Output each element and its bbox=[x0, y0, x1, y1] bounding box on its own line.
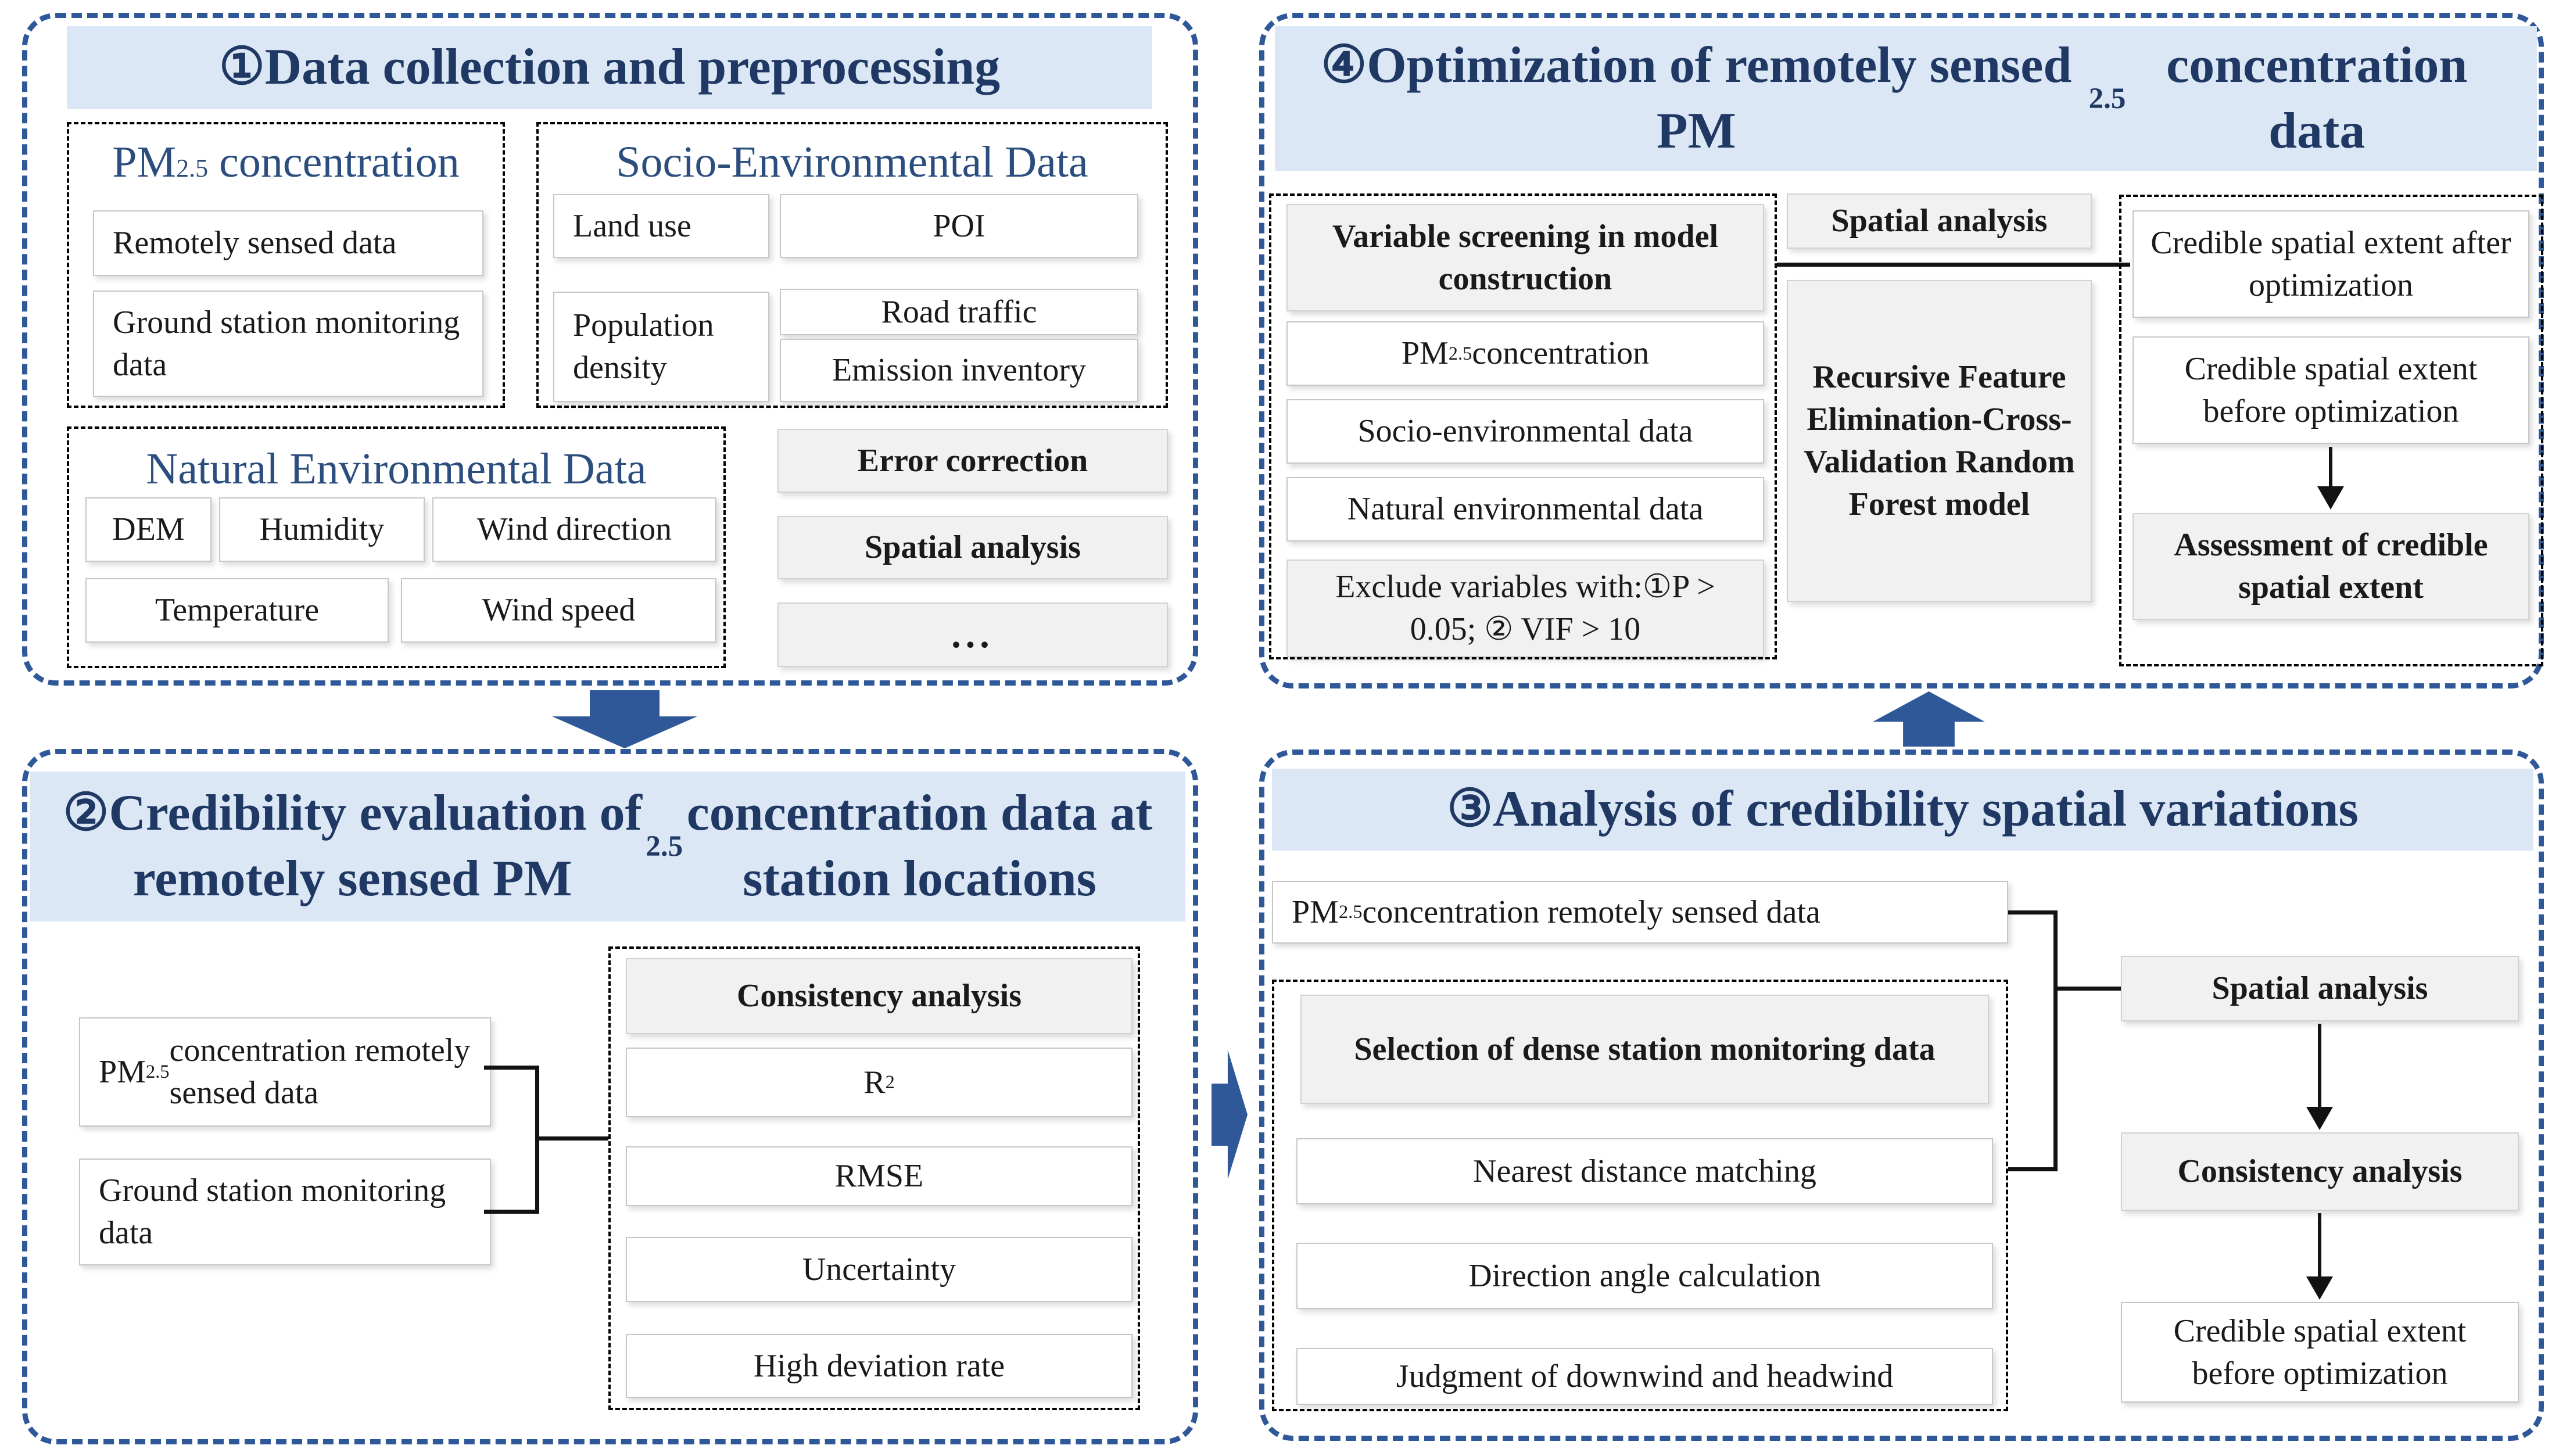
q2-consistency-header: Consistency analysis bbox=[626, 958, 1132, 1034]
q2-connector-vertical bbox=[535, 1066, 539, 1214]
q4-spatial-analysis: Spatial analysis bbox=[1787, 193, 2092, 249]
q3-flow-credible-extent-before: Credible spatial extent before optimizat… bbox=[2121, 1302, 2519, 1403]
q1-pm-group-title: PM2.5 concentration bbox=[112, 138, 460, 187]
arrow-q2-to-q3-right bbox=[1212, 1050, 1248, 1179]
q1-item-remotely-sensed-data: Remotely sensed data bbox=[93, 210, 483, 276]
q1-item-poi: POI bbox=[780, 194, 1138, 258]
arrow-q1-to-q2-down bbox=[552, 690, 697, 748]
q1-process-error-correction: Error correction bbox=[777, 429, 1168, 493]
q4-screening-socio-data: Socio-environmental data bbox=[1286, 399, 1764, 464]
q2-metric-rmse: RMSE bbox=[626, 1146, 1132, 1206]
q3-step-downwind-headwind: Judgment of downwind and headwind bbox=[1296, 1348, 1993, 1405]
q1-frame bbox=[22, 13, 1198, 686]
q4-extent-group: Credible spatial extent after optimizati… bbox=[2119, 195, 2543, 666]
q3-arrow-spatial-to-consistency bbox=[2299, 1024, 2340, 1130]
q1-item-emission-inventory: Emission inventory bbox=[780, 339, 1138, 402]
q3-flow-consistency-analysis: Consistency analysis bbox=[2121, 1132, 2519, 1211]
q1-item-wind-speed: Wind speed bbox=[401, 578, 716, 643]
q4-screening-exclude-rule: Exclude variables with:①P > 0.05; ② VIF … bbox=[1286, 560, 1764, 657]
q1-item-ground-station-data: Ground station monitoring data bbox=[93, 291, 483, 397]
q2-connector-out bbox=[537, 1136, 608, 1141]
q1-item-temperature: Temperature bbox=[85, 578, 389, 643]
q4-rfecv-model: Recursive Feature Elimination-Cross-Vali… bbox=[1787, 280, 2092, 602]
q4-extent-after-optimization: Credible spatial extent after optimizati… bbox=[2132, 210, 2529, 318]
q3-connector-bottom bbox=[2008, 1167, 2058, 1171]
q1-pm-group: PM2.5 concentration Remotely sensed data… bbox=[67, 122, 505, 408]
q3-connector-out bbox=[2058, 987, 2121, 991]
q3-step-direction-angle: Direction angle calculation bbox=[1296, 1243, 1993, 1309]
q1-natural-group-title: Natural Environmental Data bbox=[146, 444, 647, 493]
q1-process-spatial-analysis: Spatial analysis bbox=[777, 516, 1168, 579]
q1-header: ①Data collection and preprocessing bbox=[67, 26, 1152, 109]
q3-connector-top bbox=[2008, 910, 2058, 915]
q1-item-wind-direction: Wind direction bbox=[432, 497, 716, 562]
q1-socio-group: Socio-Environmental Data Land use POI Po… bbox=[536, 122, 1168, 408]
q3-selection-header: Selection of dense station monitoring da… bbox=[1300, 995, 1989, 1104]
q4-screening-header: Variable screening in model construction bbox=[1286, 204, 1764, 311]
q2-header: ②Credibility evaluation of remotely sens… bbox=[30, 772, 1185, 921]
q3-arrow-consistency-to-result bbox=[2299, 1213, 2340, 1300]
q1-item-land-use: Land use bbox=[553, 194, 769, 258]
q3-connector-vertical bbox=[2053, 910, 2058, 1171]
arrow-q3-to-q4-up bbox=[1873, 691, 1985, 747]
q3-step-nearest-distance: Nearest distance matching bbox=[1296, 1138, 1993, 1204]
q2-connector-bottom bbox=[484, 1210, 539, 1214]
q4-screening-group: Variable screening in model construction… bbox=[1269, 193, 1777, 659]
q1-process-ellipsis: ... bbox=[777, 603, 1168, 667]
q1-item-humidity: Humidity bbox=[219, 497, 425, 562]
q2-connector-top bbox=[484, 1066, 539, 1070]
q1-natural-group: Natural Environmental Data DEM Humidity … bbox=[67, 426, 726, 668]
q1-item-population-density: Population density bbox=[553, 292, 769, 402]
q2-metric-high-deviation-rate: High deviation rate bbox=[626, 1334, 1132, 1398]
q2-frame bbox=[22, 749, 1198, 1444]
q3-frame bbox=[1259, 749, 2544, 1441]
q1-item-road-traffic: Road traffic bbox=[780, 289, 1138, 335]
q1-socio-group-title: Socio-Environmental Data bbox=[616, 138, 1088, 187]
q4-extent-before-optimization: Credible spatial extent before optimizat… bbox=[2132, 336, 2529, 444]
q4-extent-assessment: Assessment of credible spatial extent bbox=[2132, 513, 2529, 620]
q4-connector-line bbox=[1777, 263, 2130, 267]
q3-flow-spatial-analysis: Spatial analysis bbox=[2121, 956, 2519, 1021]
q2-input-ground-station: Ground station monitoring data bbox=[79, 1159, 491, 1265]
q3-header: ③Analysis of credibility spatial variati… bbox=[1272, 769, 2533, 851]
q4-arrow-before-to-assessment bbox=[2310, 447, 2351, 510]
q2-metric-uncertainty: Uncertainty bbox=[626, 1237, 1132, 1302]
q3-selection-group: Selection of dense station monitoring da… bbox=[1272, 980, 2008, 1411]
q4-screening-natural-data: Natural environmental data bbox=[1286, 477, 1764, 541]
q1-item-dem: DEM bbox=[85, 497, 212, 562]
